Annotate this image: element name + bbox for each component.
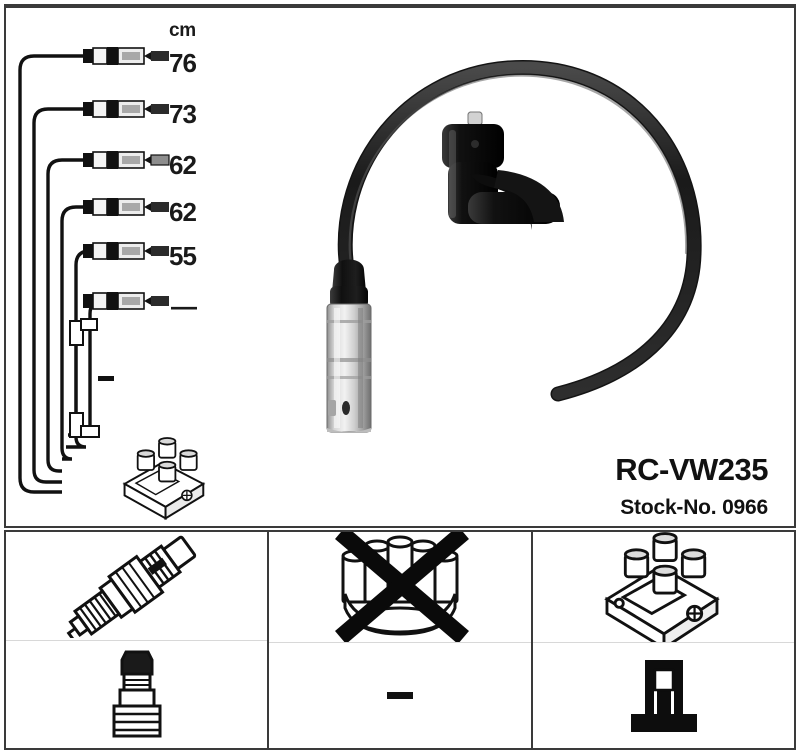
cell-rubber-boot	[6, 641, 267, 749]
ignition-lead-photo	[326, 59, 702, 433]
coil-right-angle-connector	[442, 111, 564, 230]
lead-terminal-row	[83, 242, 169, 260]
coil-terminal-connector-icon	[631, 659, 698, 732]
cell-middle-dash	[269, 643, 530, 748]
application-icon-grid	[4, 530, 796, 750]
cell-spark-plug	[6, 532, 268, 641]
lead-length-5: 55	[169, 241, 197, 271]
lead-terminal-row	[83, 151, 170, 169]
icon-column-coil	[530, 532, 794, 748]
middle-bottom-dash-mark	[386, 692, 413, 699]
lead-terminal-row	[83, 198, 169, 216]
cell-coil-terminal	[533, 643, 794, 748]
cell-distributor-cap	[269, 532, 531, 643]
ignition-coil-pack-small	[122, 437, 206, 521]
cable-harness-schematic	[18, 47, 206, 521]
icon-column-spark-plug	[6, 532, 268, 749]
ignition-coil-pack-icon	[604, 532, 721, 642]
main-illustration-panel: cm 76 73 62 62 55 —	[4, 4, 796, 528]
short-jumper-lead	[69, 318, 100, 438]
jumper-lead-dash-mark	[98, 376, 114, 381]
lead-length-2: 73	[169, 99, 197, 129]
lead-terminal-row	[83, 47, 169, 65]
spark-plug-connector	[326, 259, 372, 433]
spark-plug-icon	[66, 535, 196, 638]
cross-out-mark	[335, 532, 469, 642]
distributor-cap-icon	[335, 532, 469, 642]
lead-terminal-row	[83, 100, 169, 118]
icon-column-distributor	[267, 532, 531, 748]
lead-terminal-row	[83, 292, 169, 310]
rubber-boot-connector-icon	[112, 650, 162, 738]
lead-length-4: 62	[169, 197, 197, 227]
cell-ignition-coil	[532, 532, 794, 643]
lead-length-1: 76	[169, 48, 197, 78]
lead-length-3: 62	[169, 150, 197, 180]
lead-length-6: —	[171, 291, 197, 321]
unit-header: cm	[169, 20, 196, 41]
product-code: RC-VW235	[615, 452, 768, 487]
stock-number: Stock-No. 0966	[620, 496, 768, 519]
